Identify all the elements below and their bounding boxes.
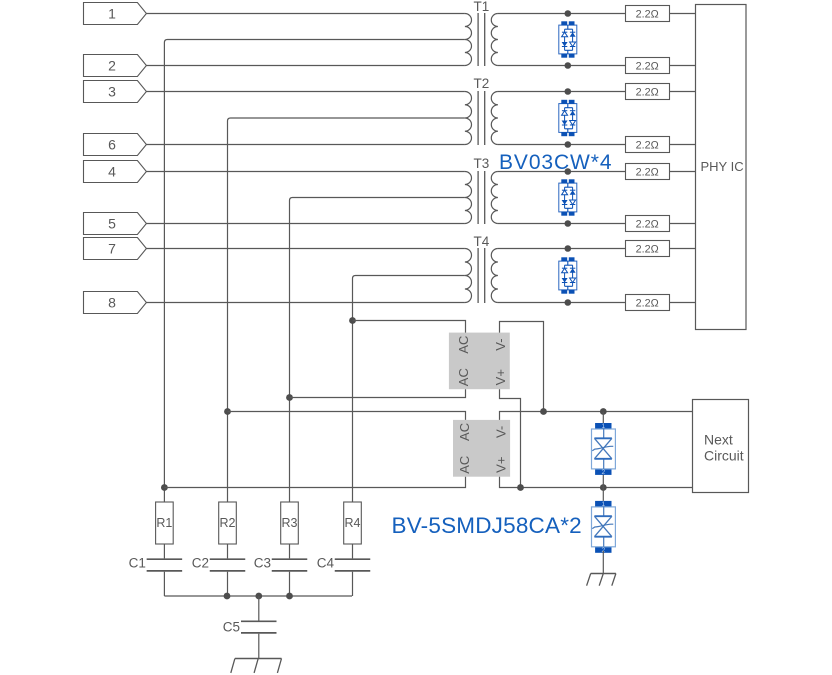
svg-text:BV-5SMDJ58CA*2: BV-5SMDJ58CA*2 [392, 513, 582, 538]
svg-text:3: 3 [108, 84, 116, 100]
svg-text:V+: V+ [494, 457, 509, 473]
svg-text:C3: C3 [254, 556, 271, 571]
svg-text:1: 1 [601, 423, 605, 430]
svg-text:PHY IC: PHY IC [701, 159, 744, 174]
svg-text:R2: R2 [220, 516, 236, 530]
svg-text:2: 2 [601, 547, 605, 554]
svg-text:2.2Ω: 2.2Ω [636, 218, 659, 230]
svg-text:T4: T4 [474, 234, 490, 249]
svg-text:V+: V+ [493, 369, 508, 385]
svg-text:1: 1 [601, 501, 605, 508]
svg-text:6: 6 [108, 137, 116, 153]
svg-text:T1: T1 [474, 0, 490, 14]
svg-text:R1: R1 [156, 516, 172, 530]
svg-text:2: 2 [601, 469, 605, 476]
svg-text:R4: R4 [345, 516, 361, 530]
svg-text:C5: C5 [223, 620, 240, 635]
svg-text:Next: Next [704, 432, 733, 448]
svg-text:4: 4 [108, 164, 116, 180]
svg-text:AC: AC [457, 456, 472, 474]
svg-text:AC: AC [456, 368, 471, 386]
svg-text:C1: C1 [129, 556, 146, 571]
svg-text:7: 7 [108, 241, 116, 257]
svg-text:2.2Ω: 2.2Ω [636, 86, 659, 98]
svg-text:2.2Ω: 2.2Ω [636, 139, 659, 151]
svg-text:2.2Ω: 2.2Ω [636, 297, 659, 309]
svg-text:5: 5 [108, 216, 116, 232]
svg-text:T2: T2 [474, 76, 490, 91]
svg-text:V-: V- [493, 338, 508, 350]
svg-text:2.2Ω: 2.2Ω [636, 60, 659, 72]
svg-text:AC: AC [456, 336, 471, 354]
svg-text:V-: V- [494, 426, 509, 438]
svg-text:2.2Ω: 2.2Ω [636, 8, 659, 20]
svg-text:C4: C4 [317, 556, 335, 571]
svg-text:2.2Ω: 2.2Ω [636, 243, 659, 255]
svg-text:2: 2 [108, 58, 116, 74]
svg-text:R3: R3 [282, 516, 298, 530]
svg-text:AC: AC [457, 423, 472, 441]
svg-text:2.2Ω: 2.2Ω [636, 166, 659, 178]
svg-text:8: 8 [108, 295, 116, 311]
svg-text:BV03CW*4: BV03CW*4 [499, 151, 612, 174]
svg-text:T3: T3 [474, 156, 490, 171]
svg-text:C2: C2 [192, 556, 209, 571]
svg-text:Circuit: Circuit [704, 448, 744, 464]
svg-text:1: 1 [108, 6, 116, 22]
